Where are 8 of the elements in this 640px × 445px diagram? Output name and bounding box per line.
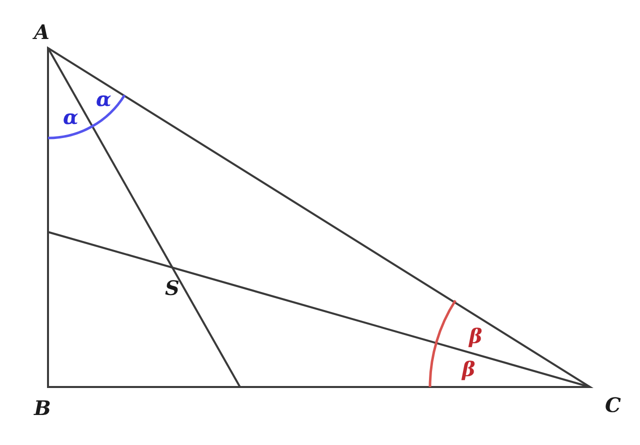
- vertex-label: A: [34, 22, 50, 42]
- angle-label: α: [63, 107, 78, 127]
- angle-label: β: [462, 359, 476, 379]
- angle-label: α: [96, 89, 112, 109]
- point-label: S: [165, 278, 180, 298]
- vertex-label: B: [34, 398, 51, 418]
- vertex-label: C: [605, 395, 621, 415]
- angle-label: β: [469, 326, 482, 346]
